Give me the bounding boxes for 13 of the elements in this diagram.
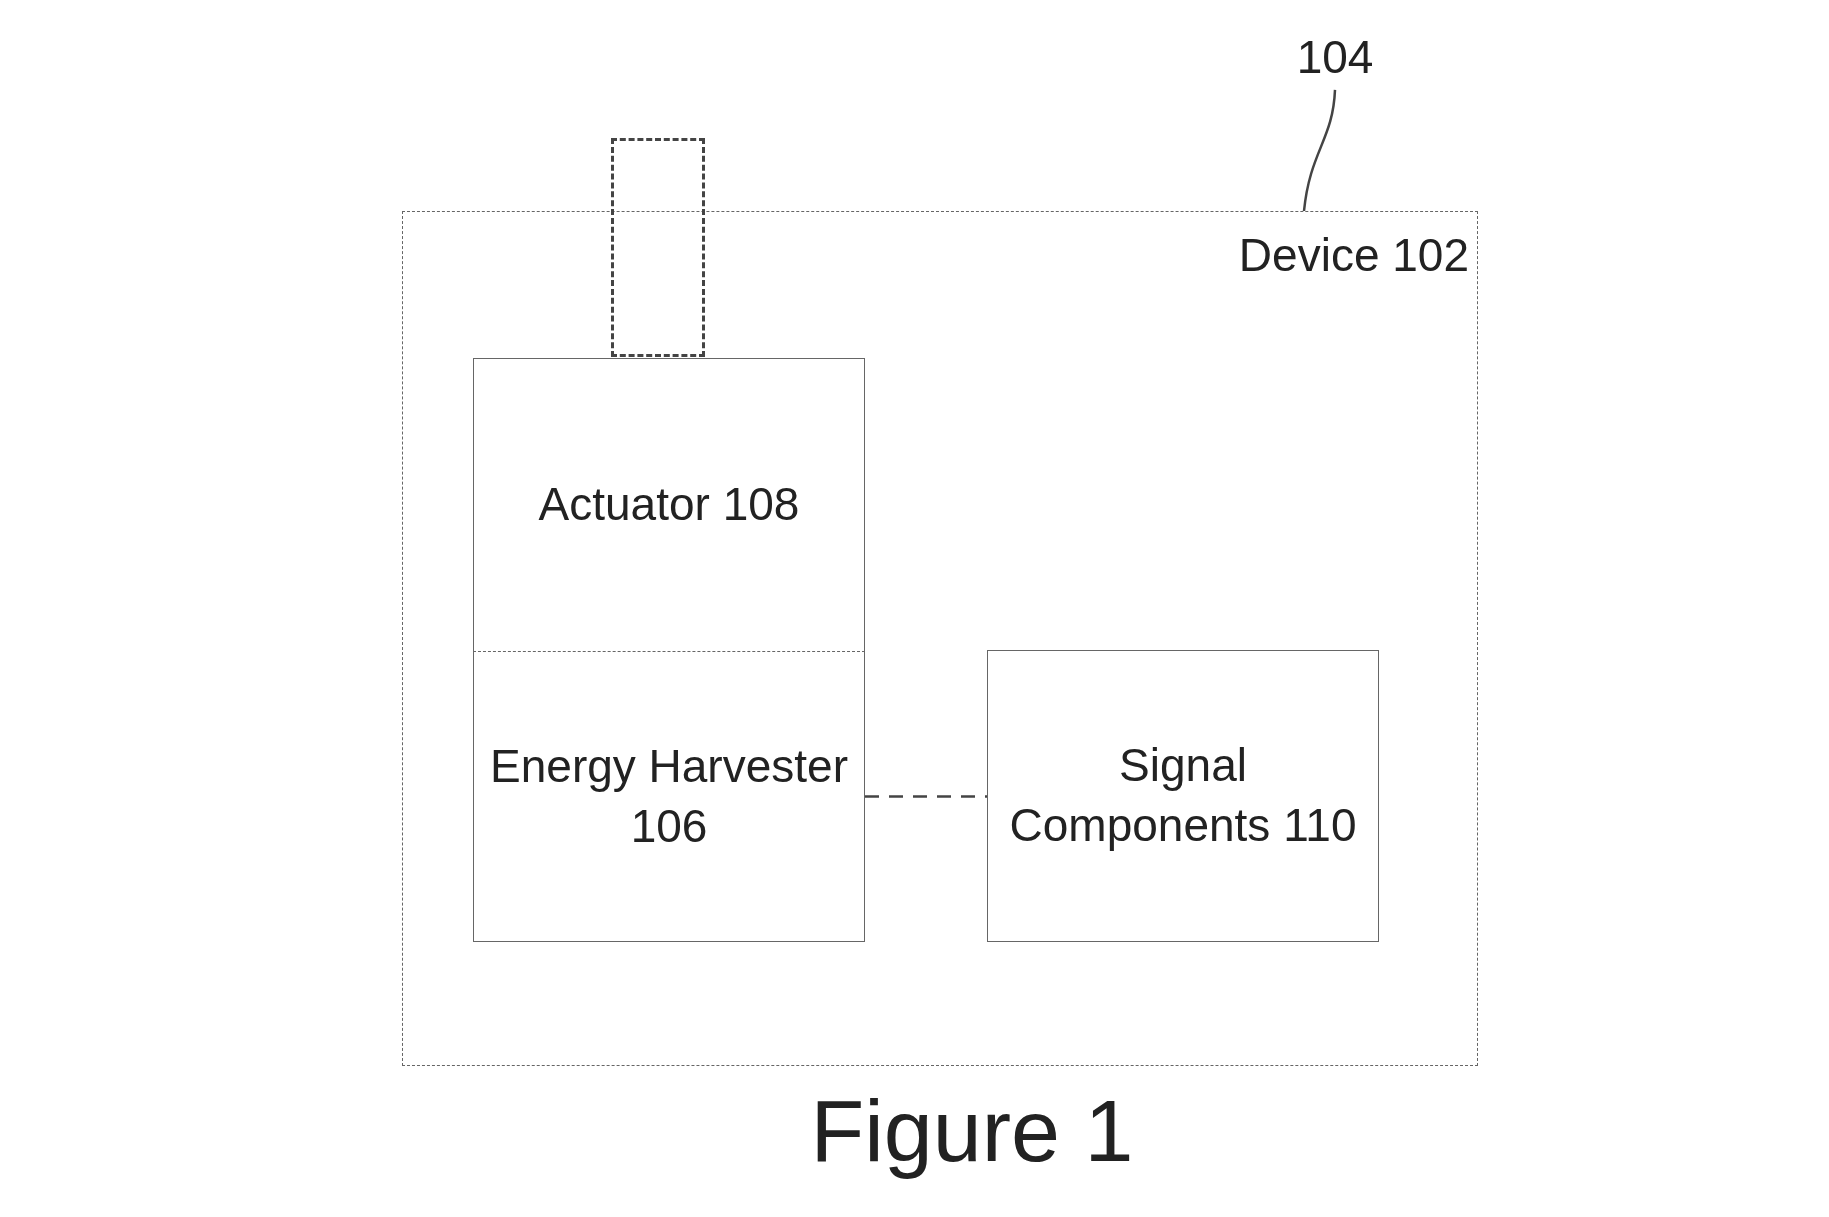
- box-label: Energy Harvester 106: [489, 738, 849, 854]
- dashed-box: [611, 138, 705, 357]
- harvester-box: [473, 651, 865, 942]
- signal-box: [987, 650, 1379, 942]
- box-label: Signal Components 110: [1008, 738, 1358, 853]
- actuator-box: [473, 358, 865, 651]
- box-label: Actuator 108: [538, 477, 800, 533]
- device-box: [402, 211, 1478, 1066]
- reference-numeral: 104: [1296, 30, 1374, 86]
- connector-line: [865, 795, 987, 798]
- leader-line: [1302, 89, 1337, 212]
- box-label: Device 102: [1238, 228, 1469, 283]
- figure-caption: Figure 1: [810, 1080, 1134, 1182]
